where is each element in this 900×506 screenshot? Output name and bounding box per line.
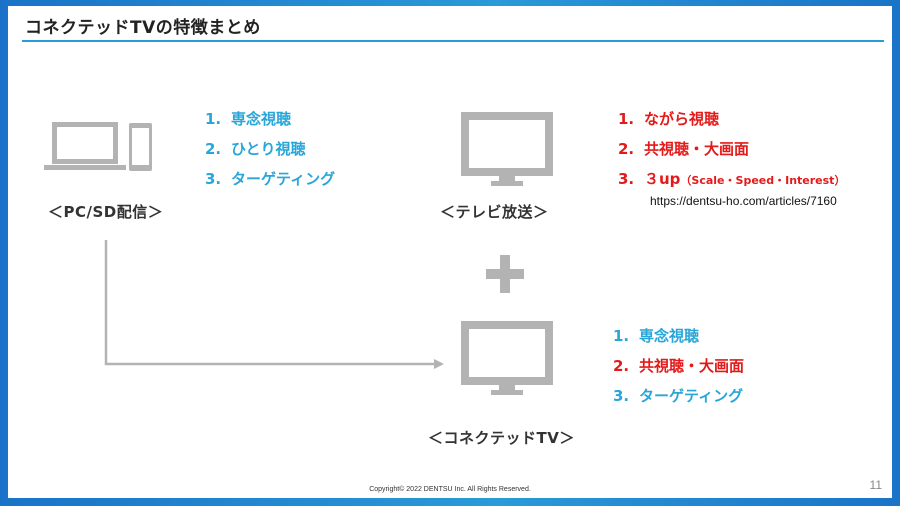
list-item: 2.ひとり視聴 (205, 140, 306, 158)
smartphone-icon (129, 123, 152, 171)
list-item: 2.共視聴・大画面 (618, 140, 750, 158)
pc-sd-features: 1.専念視聴 2.ひとり視聴 3.ターゲティング (205, 104, 335, 194)
list-item: 1.ながら視聴 (618, 110, 720, 128)
television-icon (461, 112, 553, 186)
slide-title: コネクテッドTVの特徴まとめ (25, 18, 261, 38)
page-number: 11 (869, 478, 882, 492)
three-up-detail: （Scale・Speed・Interest） (680, 174, 846, 187)
copyright-footer: Copyright© 2022 DENTSU Inc. All Rights R… (369, 486, 531, 493)
arrow-icon (104, 240, 444, 369)
tv-broadcast-features: 1.ながら視聴 2.共視聴・大画面 3.３up（Scale・Speed・Inte… (618, 104, 845, 194)
list-item: 1.専念視聴 (613, 327, 700, 345)
list-item: 3.ターゲティング (613, 387, 744, 405)
connected-tv-features: 1.専念視聴 2.共視聴・大画面 3.ターゲティング (613, 321, 744, 411)
list-item: 2.共視聴・大画面 (613, 357, 745, 375)
tv-broadcast-caption: ＜テレビ放送＞ (440, 203, 549, 221)
reference-url: https://dentsu-ho.com/articles/7160 (650, 194, 837, 208)
list-item: 1.専念視聴 (205, 110, 292, 128)
pc-sd-caption: ＜PC/SD配信＞ (48, 203, 164, 221)
three-up-label: ３up (644, 170, 681, 188)
list-item: 3.３up（Scale・Speed・Interest） (618, 170, 846, 188)
slide: コネクテッドTVの特徴まとめ ＜PC/SD配信＞ 1.専念視聴 2.ひとり視聴 … (8, 6, 892, 498)
plus-icon (486, 255, 524, 293)
television-icon (461, 321, 553, 395)
title-rule (22, 40, 884, 42)
list-item: 3.ターゲティング (205, 170, 336, 188)
connected-tv-caption: ＜コネクテッドTV＞ (428, 429, 575, 447)
laptop-icon (44, 122, 126, 170)
